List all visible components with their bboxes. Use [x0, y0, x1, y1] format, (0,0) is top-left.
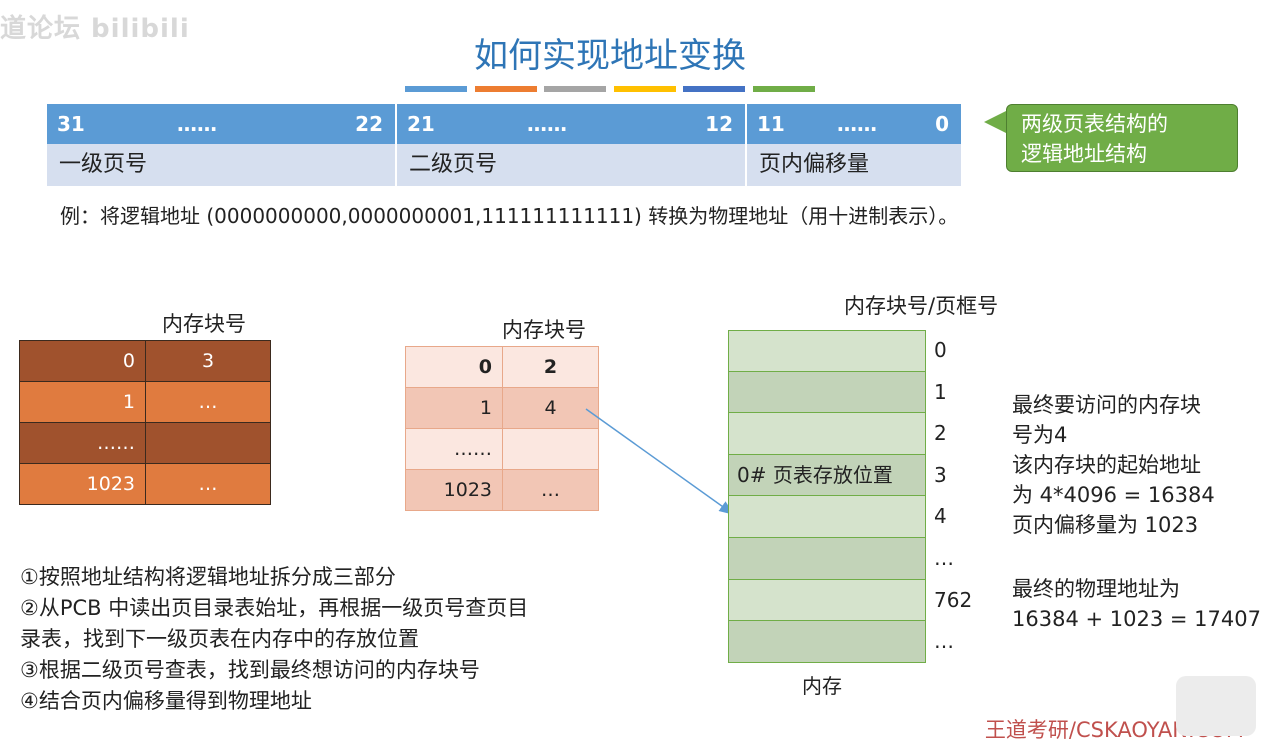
memory-block-number: …	[934, 629, 954, 654]
table-row: ……	[405, 428, 599, 470]
table-cell: 0	[405, 346, 503, 388]
result-line: 为 4*4096 = 16384	[1012, 483, 1215, 507]
bit-31: 31	[57, 112, 85, 136]
page-offset: 页内偏移量	[747, 144, 961, 186]
level2-page-number: 二级页号	[397, 144, 747, 186]
step-line: ③根据二级页号查表，找到最终想访问的内存块号	[20, 658, 480, 682]
result-line: 号为4	[1012, 423, 1068, 447]
bits-11-0: 11 …… 0	[747, 104, 961, 144]
table-row: 0 3	[19, 340, 271, 382]
table-row: 1023 …	[405, 469, 599, 511]
color-bar	[474, 86, 537, 92]
memory-block	[728, 371, 926, 414]
color-bar	[683, 86, 745, 92]
table-cell: …	[502, 469, 599, 511]
example-text: 例：将逻辑地址 (0000000000,0000000001,111111111…	[60, 204, 959, 228]
bit-0: 0	[935, 112, 949, 136]
steps-list: ①按照地址结构将逻辑地址拆分成三部分 ②从PCB 中读出页目录表始址，再根据一级…	[20, 562, 528, 717]
table-row: ……	[19, 422, 271, 464]
bit-11: 11	[757, 112, 785, 136]
second-level-page-table: 0 2 1 4 …… 1023 …	[405, 346, 599, 511]
table-cell	[502, 428, 599, 470]
step-line: ④结合页内偏移量得到物理地址	[20, 689, 312, 713]
memory-block	[728, 330, 926, 372]
color-bar	[544, 86, 606, 92]
callout-pointer	[984, 110, 1008, 134]
bit-12: 12	[705, 112, 733, 136]
memory-block	[728, 413, 926, 455]
memory-block	[728, 579, 926, 622]
table-cell: 1023	[405, 469, 503, 511]
table-cell: …	[145, 381, 271, 423]
memory-block-number: 0	[934, 338, 947, 362]
address-structure: 31 …… 22 21 …… 12 11 …… 0 一级页号 二级页号 页内偏移…	[47, 104, 961, 186]
callout-line: 逻辑地址结构	[1021, 142, 1147, 166]
memory-caption: 内存块号/页框号	[844, 294, 999, 318]
step-line: ②从PCB 中读出页目录表始址，再根据一级页号查页目	[20, 596, 529, 620]
slide-title: 如何实现地址变换	[474, 36, 746, 76]
memory-label: 内存	[802, 674, 842, 698]
table-row: 1023 …	[19, 463, 271, 505]
table-row: 1 4	[405, 387, 599, 429]
play-button-overlay[interactable]	[1176, 676, 1256, 736]
result-line: 最终的物理地址为	[1012, 577, 1180, 601]
callout-line: 两级页表结构的	[1021, 112, 1168, 136]
bit-dots: ……	[837, 112, 877, 136]
bit-dots: ……	[527, 112, 567, 136]
memory-block-number: 762	[934, 587, 973, 612]
table-cell: 3	[145, 340, 271, 382]
memory-block-number: 1	[934, 379, 947, 404]
memory-block-number: 2	[934, 421, 947, 446]
table-cell: 4	[502, 387, 599, 429]
result-explanation: 最终要访问的内存块 号为4 该内存块的起始地址 为 4*4096 = 16384…	[1012, 390, 1215, 540]
result-line: 最终要访问的内存块	[1012, 393, 1201, 417]
bits-31-22: 31 …… 22	[47, 104, 397, 144]
table-cell: 2	[502, 346, 599, 388]
result-line: 16384 + 1023 = 17407	[1012, 607, 1261, 631]
bit-21: 21	[407, 112, 435, 136]
structure-callout: 两级页表结构的 逻辑地址结构	[1006, 104, 1238, 172]
memory-block-number: 4	[934, 504, 947, 529]
table-cell: 1023	[19, 463, 146, 505]
bit-22: 22	[355, 112, 383, 136]
result-line: 该内存块的起始地址	[1012, 453, 1201, 477]
table-row: 0 2	[405, 346, 599, 388]
level1-page-number: 一级页号	[47, 144, 397, 186]
table2-caption: 内存块号	[502, 318, 586, 342]
memory-block	[728, 537, 926, 580]
table-cell: …	[145, 463, 271, 505]
watermark: 道论坛 bilibili	[0, 14, 190, 44]
table-cell: 1	[405, 387, 503, 429]
table-cell	[145, 422, 271, 464]
bits-21-12: 21 …… 12	[397, 104, 747, 144]
memory-block-page-table: 0# 页表存放位置	[728, 454, 926, 497]
memory-block	[728, 496, 926, 538]
table-cell: ……	[405, 428, 503, 470]
memory-block-number: …	[934, 546, 954, 570]
result-final: 最终的物理地址为 16384 + 1023 = 17407	[1012, 574, 1261, 634]
color-bar	[613, 86, 676, 92]
memory-block	[728, 621, 926, 663]
color-bar	[752, 86, 815, 92]
step-line: ①按照地址结构将逻辑地址拆分成三部分	[20, 565, 396, 589]
bit-dots: ……	[177, 112, 217, 136]
memory-blocks: 0# 页表存放位置	[728, 330, 926, 663]
step-line: 录表，找到下一级页表在内存中的存放位置	[20, 627, 419, 651]
result-line: 页内偏移量为 1023	[1012, 513, 1199, 537]
table1-caption: 内存块号	[162, 312, 246, 336]
color-bar	[405, 86, 467, 92]
memory-block-number: 3	[934, 462, 947, 487]
table-cell: 0	[19, 340, 146, 382]
page-directory-table: 0 3 1 … …… 1023 …	[19, 340, 271, 505]
table-cell: ……	[19, 422, 146, 464]
